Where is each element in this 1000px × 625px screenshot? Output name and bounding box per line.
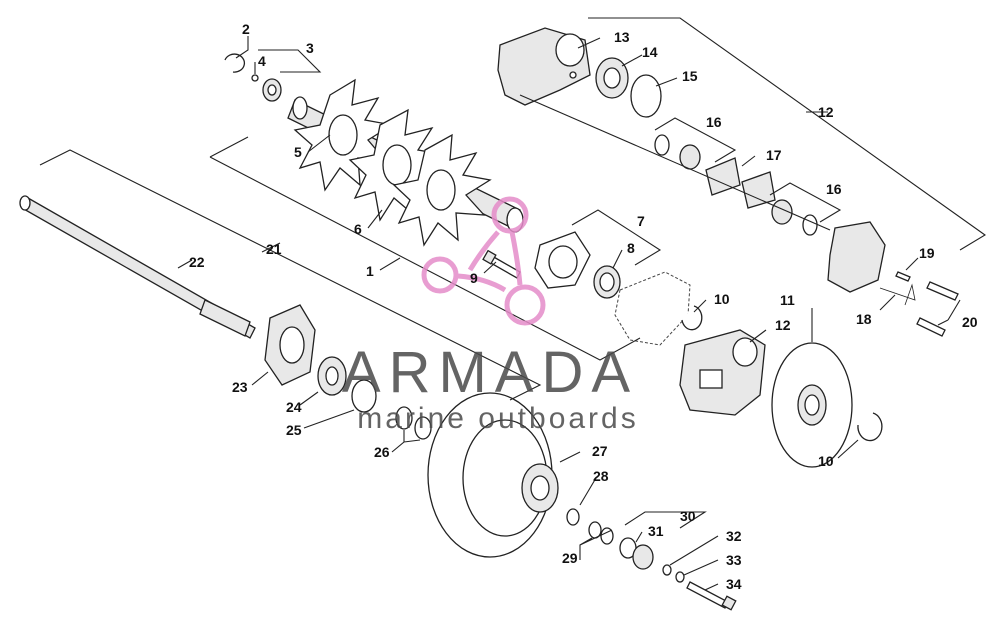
callout-24: 24 [286, 399, 302, 415]
callout-17: 17 [766, 147, 782, 163]
leader-lines [39, 17, 987, 591]
callout-10-upper: 10 [714, 291, 730, 307]
callout-5: 5 [294, 144, 302, 160]
part-gasket-outline [614, 271, 691, 346]
callout-12-lower: 12 [775, 317, 791, 333]
callout-labels: 2 3 4 5 6 1 7 8 9 10 10 11 12 12 13 14 1… [189, 21, 978, 592]
callout-8: 8 [627, 240, 635, 256]
part-washers-29 [588, 521, 614, 545]
callout-12-upper: 12 [818, 104, 834, 120]
callout-18: 18 [856, 311, 872, 327]
callout-1: 1 [366, 263, 374, 279]
callout-7: 7 [637, 213, 645, 229]
callout-14: 14 [642, 44, 658, 60]
part-washers-31 [619, 537, 654, 570]
part-circlip-10a [681, 305, 703, 331]
part-circlip-10b [857, 412, 883, 442]
callout-31: 31 [648, 523, 664, 539]
callout-4: 4 [258, 53, 266, 69]
part-bearing-14 [595, 57, 629, 99]
part-driven-sheave-27 [427, 392, 559, 558]
part-shaft-22 [19, 195, 256, 339]
part-flange-23 [264, 304, 316, 386]
callout-16-lower: 16 [826, 181, 842, 197]
part-seal-8 [593, 265, 621, 299]
part-spacer-16b [771, 199, 818, 236]
callout-28: 28 [593, 468, 609, 484]
callout-32: 32 [726, 528, 742, 544]
callout-13: 13 [614, 29, 630, 45]
watermark-tagline: marine outboards [357, 402, 638, 435]
callout-16-upper: 16 [706, 114, 722, 130]
part-sprocket-6a [293, 78, 394, 192]
part-flange-7 [534, 231, 591, 289]
part-caliper-12a [497, 27, 591, 106]
callout-6: 6 [354, 221, 362, 237]
part-spacer-16a [654, 134, 701, 170]
part-circlip-2 [224, 53, 246, 73]
part-bearing-24 [317, 356, 347, 396]
callout-10-lower: 10 [818, 453, 834, 469]
part-pin-4 [251, 74, 259, 82]
callout-25: 25 [286, 422, 302, 438]
callout-9: 9 [470, 270, 478, 286]
callout-19: 19 [919, 245, 935, 261]
part-spring-18 [879, 283, 916, 306]
callout-22: 22 [189, 254, 205, 270]
part-washer-33 [675, 571, 685, 583]
callout-33: 33 [726, 552, 742, 568]
watermark-brand: ARMADA [342, 340, 638, 405]
callout-29: 29 [562, 550, 578, 566]
callout-21: 21 [266, 241, 282, 257]
callout-15: 15 [682, 68, 698, 84]
part-brake-disc-11 [771, 342, 853, 468]
callout-2: 2 [242, 21, 250, 37]
part-bolt-34 [686, 581, 737, 611]
part-ring-28 [566, 508, 580, 526]
part-brake-pads-17 [705, 157, 776, 209]
callout-3: 3 [306, 40, 314, 56]
part-caliper-12b [679, 329, 766, 416]
callout-34: 34 [726, 576, 742, 592]
callout-11: 11 [780, 292, 795, 308]
callout-20: 20 [962, 314, 978, 330]
part-screw-19 [895, 271, 911, 282]
part-washer-32 [662, 564, 672, 576]
part-washers-26 [395, 406, 432, 440]
watermark: ARMADA marine outboards [342, 196, 638, 435]
callout-27: 27 [592, 443, 608, 459]
part-sprocket-6c [392, 133, 492, 247]
callout-30: 30 [680, 508, 696, 524]
part-oring-25 [351, 379, 377, 413]
callout-26: 26 [374, 444, 390, 460]
callout-23: 23 [232, 379, 248, 395]
part-screws-20 [916, 281, 959, 337]
part-bearing-3 [262, 78, 282, 102]
watermark-logo-icon [421, 196, 546, 326]
part-caliper-right [827, 221, 886, 293]
part-oring-15 [630, 74, 662, 118]
